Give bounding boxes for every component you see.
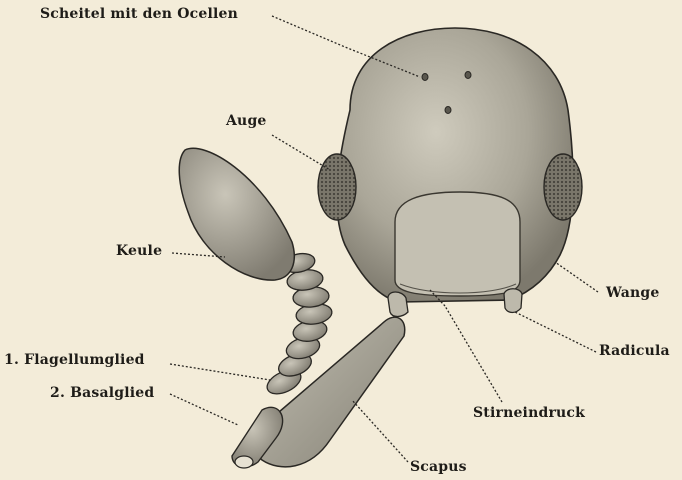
ocellus-1	[422, 74, 428, 81]
label-radicula: Radicula	[599, 343, 670, 359]
keule	[179, 148, 294, 280]
leader-wange	[555, 262, 598, 292]
frontal-depression	[395, 192, 520, 296]
leader-flagellumglied	[170, 364, 270, 380]
label-keule: Keule	[116, 243, 162, 259]
eye-left	[318, 154, 356, 220]
label-scheitel: Scheitel mit den Ocellen	[40, 6, 238, 22]
ocellus-2	[465, 72, 471, 79]
eye-right	[544, 154, 582, 220]
label-auge: Auge	[226, 113, 267, 129]
radicula-right	[504, 289, 522, 313]
label-wange: Wange	[606, 285, 659, 301]
label-basalglied: 2. Basalglied	[50, 385, 154, 401]
leader-auge	[272, 135, 330, 170]
ocellus-3	[445, 107, 451, 114]
radicula-left	[388, 292, 408, 317]
leader-radicula	[515, 312, 596, 352]
label-scapus: Scapus	[410, 459, 467, 475]
label-flagellumglied: 1. Flagellumglied	[4, 352, 145, 368]
label-stirneindruck: Stirneindruck	[473, 405, 585, 421]
leader-scapus	[352, 400, 408, 462]
leader-basalglied	[170, 394, 238, 425]
leader-stirneindruck	[445, 306, 502, 402]
